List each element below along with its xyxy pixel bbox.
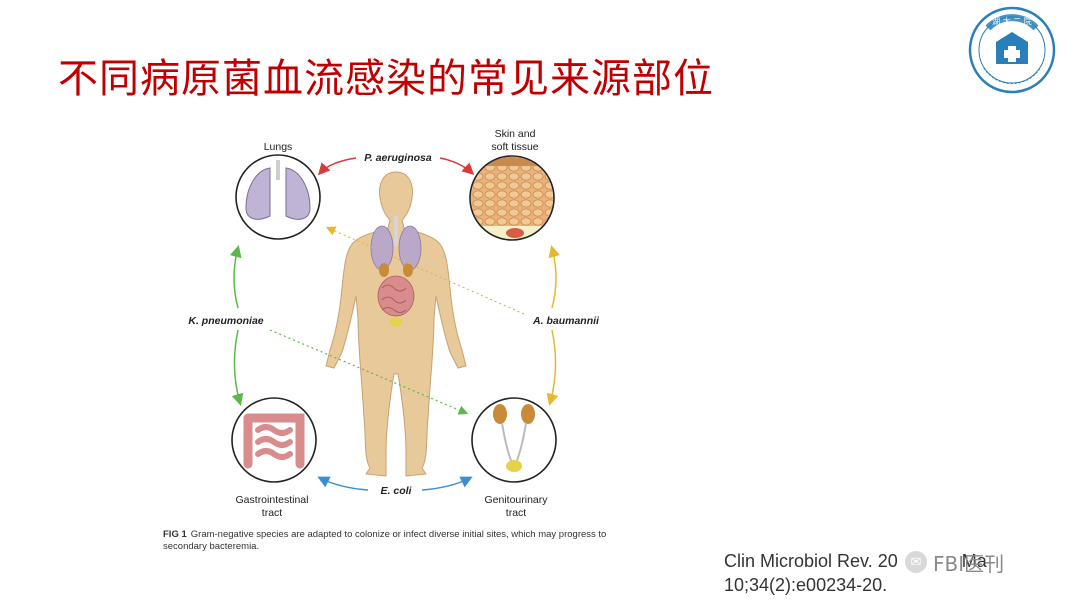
gi-tract-site: Gastrointestinal tract [231,397,317,519]
k-pneumoniae-arrow-down [231,329,244,406]
a-baumannii-arrow-up [548,245,561,309]
hospital-emblem-icon [996,32,1028,64]
p-aeruginosa-arrow-right [439,157,475,176]
gu-label-line1: Genitourinary [484,494,548,506]
skin-label-line2: soft tissue [491,141,538,153]
intestines-icon [243,413,305,469]
gu-label-line2: tract [506,507,527,519]
a-baumannii-label: A. baumannii [532,315,600,327]
lungs-site: Lungs [235,141,321,240]
skin-label-line1: Skin and [495,128,536,140]
e-coli-arrow-right [421,476,473,491]
citation-line1-end: Ma [961,551,987,571]
figure-caption-label: FIG 1 [163,529,187,540]
citation: Clin Microbiol Rev. 20 Ma 10;34(2):e00234… [724,549,1024,597]
citation-line1: Clin Microbiol Rev. 20 [724,551,898,571]
citation-line2: 10;34(2):e00234-20. [724,575,888,595]
a-baumannii-arrow-down [546,329,559,406]
gi-label-line2: tract [262,507,283,519]
hospital-logo: 湖 大 二 院 [968,6,1056,94]
slide-title: 不同病原菌血流感染的常见来源部位 [58,56,714,102]
chat-bubble-icon: ✉ [905,551,927,573]
figure-caption-text: Gram-negative species are adapted to col… [163,529,607,552]
lungs-icon [245,160,311,220]
k-pneumoniae-label: K. pneumoniae [188,315,263,327]
gi-label-line1: Gastrointestinal [236,494,309,506]
kidneys-bladder-icon [493,404,535,472]
logo-emblem-text: 湖 大 二 院 [992,16,1032,26]
lungs-label: Lungs [264,141,293,153]
gu-tract-site: Genitourinary tract [471,397,557,519]
watermark-text: FBI医刊 [933,551,1005,576]
skin-site: Skin and soft tissue [469,128,555,241]
p-aeruginosa-arrow-left [317,157,357,176]
human-body-illustration [325,171,467,477]
k-pneumoniae-arrow-up [229,245,242,309]
skin-tissue-icon [471,157,553,239]
p-aeruginosa-label: P. aeruginosa [364,152,432,164]
e-coli-label: E. coli [381,485,413,497]
a-baumannii-arrow-lungs [325,226,525,315]
watermark: ✉ FBI医刊 [905,548,1004,576]
pathogen-arrows [229,157,561,491]
e-coli-arrow-left [317,476,369,491]
k-pneumoniae-arrow-gu [269,329,469,415]
infection-sites-figure: Lungs Skin and soft tissue Gastrointesti… [188,128,600,519]
